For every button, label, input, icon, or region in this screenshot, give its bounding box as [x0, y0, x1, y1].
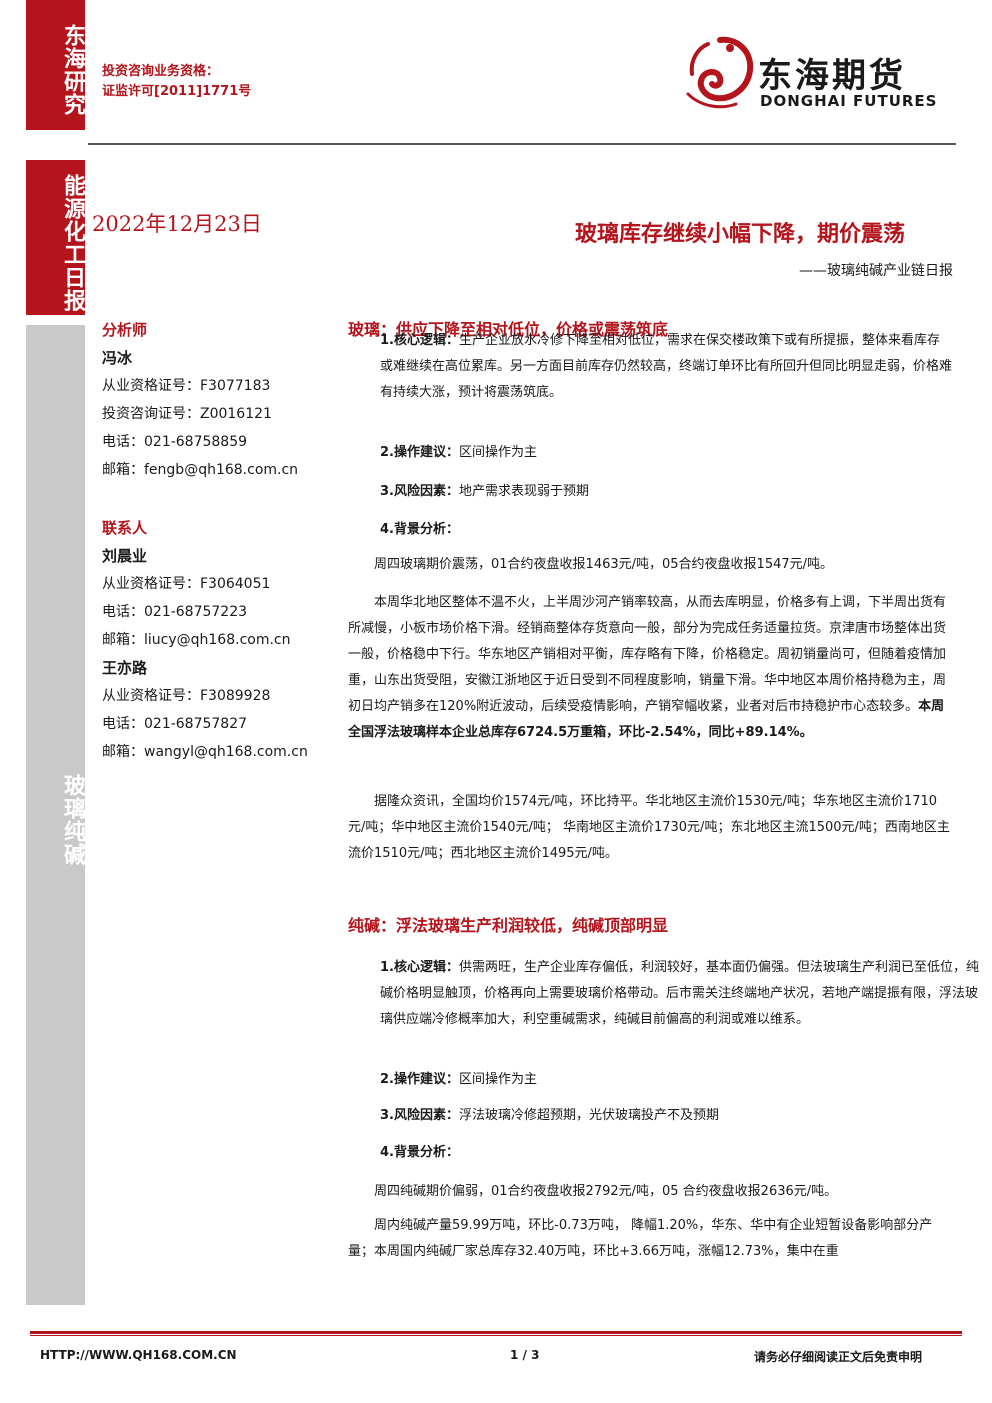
soda-logic-text: 供需两旺，生产企业库存偏低，利润较好，基本面仍偏强。但法玻璃生产利润已至低位，纯…: [380, 960, 979, 1027]
analyst-phone: 电话：021-68758859: [102, 434, 248, 450]
glass-inventory-highlight: 本周全国浮法玻璃样本企业总库存6724.5万重箱，环比-2.54%，同比+89.…: [348, 699, 945, 740]
soda-op-label: 2.操作建议：: [380, 1072, 459, 1087]
footer-disclaimer: 请务必仔细阅读正文后免责申明: [754, 1350, 923, 1364]
soda-background-label: 4.背景分析：: [348, 1140, 984, 1166]
glass-risk-text: 地产需求表现弱于预期: [458, 484, 589, 499]
glass-section-heading: 玻璃：供应下降至相对低位，价格或震荡筑底: [348, 320, 669, 339]
analyst-name: 冯冰: [102, 349, 133, 367]
analyst-email[interactable]: 邮箱：fengb@qh168.com.cn: [102, 462, 299, 478]
contact-phone: 电话：021-68757223: [102, 604, 248, 620]
sidebar-brand-label: 东海研究: [60, 24, 85, 116]
sidebar-product-tab: 玻璃纯碱: [26, 325, 85, 1305]
footer-website-link[interactable]: HTTP://WWW.QH168.COM.CN: [40, 1348, 237, 1362]
qualification-block: 投资咨询业务资格： 证监许可[2011]1771号: [102, 62, 251, 102]
soda-bg-label: 4.背景分析：: [380, 1145, 459, 1160]
logo-english-text: DONGHAI FUTURES: [760, 92, 938, 110]
glass-core-logic: 1.核心逻辑：生产企业放水冷修下降至相对低位，需求在保交楼政策下或有所提振，整体…: [348, 328, 952, 406]
soda-risk: 3.风险因素：浮法玻璃冷修超预期，光伏玻璃投产不及预期: [348, 1103, 984, 1129]
footer-divider-thin: [30, 1335, 962, 1336]
glass-background-label: 4.背景分析：: [348, 517, 984, 543]
soda-bg-paragraph-1: 周四纯碱期价偏弱，01合约夜盘收报2792元/吨，05 合约夜盘收报2636元/…: [374, 1184, 838, 1199]
dragon-logo-icon: [686, 36, 754, 109]
contacts-heading: 联系人: [102, 519, 148, 537]
contact-name: 刘晨业: [102, 547, 148, 565]
report-date: 2022年12月23日: [92, 212, 262, 236]
glass-op-text: 区间操作为主: [458, 445, 537, 460]
soda-logic-label: 1.核心逻辑：: [380, 960, 459, 975]
analyst-block: 分析师 冯冰 从业资格证号：F3077183 投资咨询证号：Z0016121 电…: [102, 316, 298, 484]
soda-bg-paragraph-2: 周内纯碱产量59.99万吨，环比-0.73万吨， 降幅1.20%，华东、华中有企…: [348, 1218, 933, 1259]
glass-bg-paragraph-3: 据隆众资讯，全国均价1574元/吨，环比持平。华北地区主流价1530元/吨；华东…: [348, 794, 950, 861]
report-subtitle: ——玻璃纯碱产业链日报: [799, 263, 953, 279]
report-title: 玻璃库存继续小幅下降，期价震荡: [574, 222, 905, 247]
logo-chinese-text: 东海期货: [758, 56, 906, 96]
soda-core-logic: 1.核心逻辑：供需两旺，生产企业库存偏低，利润较好，基本面仍偏强。但法玻璃生产利…: [348, 955, 984, 1033]
soda-operation: 2.操作建议：区间操作为主: [348, 1067, 984, 1093]
glass-logic-label: 1.核心逻辑：: [380, 333, 459, 348]
sidebar-brand-tab: 东海研究: [26, 0, 85, 130]
glass-bg-label: 4.背景分析：: [380, 522, 459, 537]
qualification-line-1: 投资咨询业务资格：: [102, 64, 220, 79]
contact-cert: 从业资格证号：F3089928: [102, 688, 271, 704]
contact-cert: 从业资格证号：F3064051: [102, 576, 271, 592]
soda-section-heading: 纯碱：浮法玻璃生产利润较低，纯碱顶部明显: [348, 916, 669, 935]
contact-name: 王亦路: [102, 659, 148, 677]
glass-logic-text: 生产企业放水冷修下降至相对低位，需求在保交楼政策下或有所提振，整体来看库存或难继…: [380, 333, 953, 400]
contact-email[interactable]: 邮箱：wangyl@qh168.com.cn: [102, 744, 308, 760]
soda-op-text: 区间操作为主: [458, 1072, 537, 1087]
sidebar-product-label: 玻璃纯碱: [60, 774, 85, 866]
footer-page-number: 1 / 3: [510, 1348, 540, 1362]
glass-op-label: 2.操作建议：: [380, 445, 459, 460]
footer-divider: [30, 1331, 962, 1334]
qualification-line-2: 证监许可[2011]1771号: [102, 84, 252, 99]
glass-risk-label: 3.风险因素：: [380, 484, 459, 499]
glass-bg-paragraph-1: 周四玻璃期价震荡，01合约夜盘收报1463元/吨，05合约夜盘收报1547元/吨…: [374, 557, 834, 572]
contacts-block: 联系人 刘晨业 从业资格证号：F3064051 电话：021-68757223 …: [102, 514, 308, 766]
glass-risk: 3.风险因素：地产需求表现弱于预期: [348, 479, 984, 505]
glass-operation: 2.操作建议：区间操作为主: [348, 440, 984, 466]
analyst-advisory-cert: 投资咨询证号：Z0016121: [102, 406, 272, 422]
sidebar-sector-label: 能源化工日报: [60, 173, 85, 312]
contact-phone: 电话：021-68757827: [102, 716, 248, 732]
sidebar-sector-tab: 能源化工日报: [26, 160, 85, 315]
company-logo: 东海期货 DONGHAI FUTURES: [680, 34, 955, 114]
analyst-heading: 分析师: [102, 321, 148, 339]
glass-bg-text: 本周华北地区整体不温不火，上半周沙河产销率较高，从而去库明显，价格多有上调，下半…: [348, 595, 947, 714]
soda-risk-label: 3.风险因素：: [380, 1108, 459, 1123]
glass-bg-paragraph-2: 本周华北地区整体不温不火，上半周沙河产销率较高，从而去库明显，价格多有上调，下半…: [348, 590, 952, 746]
header-divider: [88, 143, 956, 145]
soda-risk-text: 浮法玻璃冷修超预期，光伏玻璃投产不及预期: [458, 1108, 719, 1123]
analyst-cert: 从业资格证号：F3077183: [102, 378, 271, 394]
contact-email[interactable]: 邮箱：liucy@qh168.com.cn: [102, 632, 291, 648]
